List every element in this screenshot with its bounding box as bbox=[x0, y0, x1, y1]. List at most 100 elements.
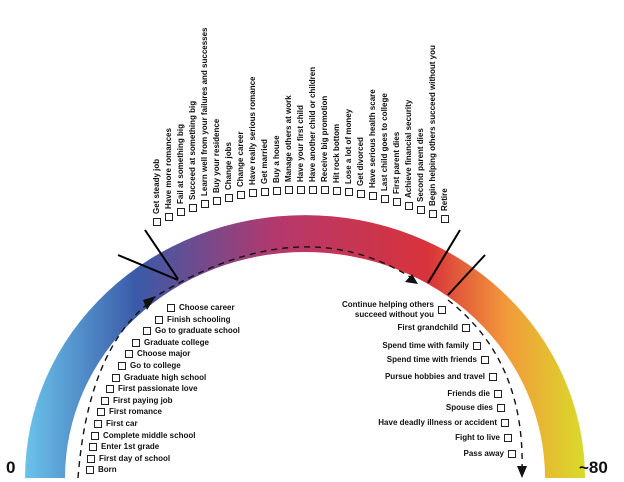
event-item: Succeed at something big bbox=[188, 101, 198, 212]
event-label: Manage others at work bbox=[284, 95, 293, 182]
checkbox-icon[interactable] bbox=[86, 466, 94, 475]
event-label: Friends die bbox=[447, 389, 490, 398]
path-arrow-top bbox=[149, 246, 416, 301]
checkbox-icon[interactable] bbox=[201, 200, 209, 208]
checkbox-icon[interactable] bbox=[273, 187, 281, 195]
checkbox-icon[interactable] bbox=[441, 215, 449, 223]
checkbox-icon[interactable] bbox=[405, 202, 413, 210]
checkbox-icon[interactable] bbox=[237, 191, 245, 199]
event-item: Pass away bbox=[256, 449, 516, 459]
checkbox-icon[interactable] bbox=[91, 431, 99, 440]
arrowhead-top bbox=[405, 274, 418, 284]
checkbox-icon[interactable] bbox=[153, 218, 161, 226]
event-item: Spend time with family bbox=[221, 341, 481, 351]
checkbox-icon[interactable] bbox=[167, 304, 175, 312]
event-label: Have your first child bbox=[296, 105, 305, 182]
checkbox-icon[interactable] bbox=[89, 443, 97, 452]
checkbox-icon[interactable] bbox=[497, 404, 505, 412]
checkbox-icon[interactable] bbox=[473, 342, 481, 350]
event-label: Choose major bbox=[137, 349, 191, 359]
divider-right bbox=[447, 254, 486, 296]
event-item: Last child goes to college bbox=[380, 93, 390, 203]
event-label: Born bbox=[98, 465, 117, 475]
checkbox-icon[interactable] bbox=[97, 408, 105, 417]
event-label: Learn well from your failures and succes… bbox=[200, 27, 209, 196]
checkbox-icon[interactable] bbox=[494, 390, 502, 398]
event-label: Have deadly illness or accident bbox=[378, 418, 497, 427]
checkbox-icon[interactable] bbox=[118, 362, 126, 370]
checkbox-icon[interactable] bbox=[369, 192, 377, 200]
start-age-label: 0 bbox=[6, 458, 16, 477]
checkbox-icon[interactable] bbox=[417, 206, 425, 214]
checkbox-icon[interactable] bbox=[155, 315, 163, 324]
event-item: Graduate college bbox=[132, 338, 209, 348]
divider-top-right bbox=[427, 229, 461, 284]
divider-left bbox=[117, 254, 179, 281]
event-item: First romance bbox=[97, 407, 162, 417]
event-item: Have your first child bbox=[296, 105, 306, 194]
event-label: First grandchild bbox=[397, 323, 458, 332]
event-label: Have really serious romance bbox=[248, 76, 257, 185]
checkbox-icon[interactable] bbox=[94, 420, 102, 428]
event-item: First car bbox=[94, 419, 138, 429]
checkbox-icon[interactable] bbox=[429, 210, 437, 218]
checkbox-icon[interactable] bbox=[393, 198, 401, 206]
checkbox-icon[interactable] bbox=[489, 373, 497, 381]
checkbox-icon[interactable] bbox=[189, 204, 197, 212]
event-item: Fight to live bbox=[252, 433, 512, 443]
checkbox-icon[interactable] bbox=[333, 187, 341, 195]
event-label: Continue helping others succeed without … bbox=[342, 300, 434, 319]
checkbox-icon[interactable] bbox=[381, 195, 389, 203]
checkbox-icon[interactable] bbox=[481, 356, 489, 364]
checkbox-icon[interactable] bbox=[101, 396, 109, 405]
checkbox-icon[interactable] bbox=[309, 186, 317, 194]
checkbox-icon[interactable] bbox=[125, 350, 133, 359]
event-item: Have deadly illness or accident bbox=[249, 418, 509, 428]
event-label: Go to college bbox=[130, 361, 181, 370]
checkbox-icon[interactable] bbox=[321, 186, 329, 194]
event-item: Go to college bbox=[118, 361, 181, 371]
checkbox-icon[interactable] bbox=[462, 324, 470, 332]
event-item: Go to graduate school bbox=[143, 326, 240, 336]
checkbox-icon[interactable] bbox=[297, 186, 305, 194]
event-label: Pursue hobbies and travel bbox=[384, 372, 485, 381]
checkbox-icon[interactable] bbox=[501, 419, 509, 427]
checkbox-icon[interactable] bbox=[225, 194, 233, 202]
event-item: First parent dies bbox=[392, 132, 402, 206]
checkbox-icon[interactable] bbox=[508, 450, 516, 458]
checkbox-icon[interactable] bbox=[438, 306, 446, 314]
event-label: Spend time with friends bbox=[386, 355, 477, 364]
event-label: Lose a lot of money bbox=[344, 108, 353, 184]
event-label: Go to graduate school bbox=[155, 326, 240, 336]
arrowhead-left bbox=[143, 296, 156, 310]
checkbox-icon[interactable] bbox=[112, 373, 120, 382]
checkbox-icon[interactable] bbox=[177, 208, 185, 216]
event-item: Spouse dies bbox=[245, 403, 505, 413]
event-item: Begin helping others succeed without you bbox=[428, 45, 438, 218]
event-label: Achieve financial security bbox=[404, 99, 413, 198]
checkbox-icon[interactable] bbox=[165, 213, 173, 221]
path-arrow-right bbox=[447, 299, 523, 471]
checkbox-icon[interactable] bbox=[261, 188, 269, 196]
event-item: Change career bbox=[236, 131, 246, 199]
event-label: Get divorced bbox=[356, 137, 365, 186]
event-label: First day of school bbox=[99, 453, 171, 463]
checkbox-icon[interactable] bbox=[345, 188, 353, 196]
event-label: Buy your residence bbox=[212, 118, 221, 193]
event-label: Retire bbox=[440, 188, 449, 211]
event-label: Get steady job bbox=[152, 158, 161, 214]
event-item: First paying job bbox=[101, 396, 173, 406]
checkbox-icon[interactable] bbox=[213, 197, 221, 205]
checkbox-icon[interactable] bbox=[249, 189, 257, 197]
checkbox-icon[interactable] bbox=[143, 327, 151, 336]
checkbox-icon[interactable] bbox=[357, 190, 365, 198]
event-item: Buy your residence bbox=[212, 119, 222, 205]
checkbox-icon[interactable] bbox=[87, 454, 95, 463]
checkbox-icon[interactable] bbox=[106, 385, 114, 394]
checkbox-icon[interactable] bbox=[504, 434, 512, 442]
event-item: Get steady job bbox=[152, 159, 162, 226]
end-age-label: ~80 bbox=[579, 458, 608, 477]
checkbox-icon[interactable] bbox=[285, 186, 293, 194]
checkbox-icon[interactable] bbox=[132, 338, 140, 347]
